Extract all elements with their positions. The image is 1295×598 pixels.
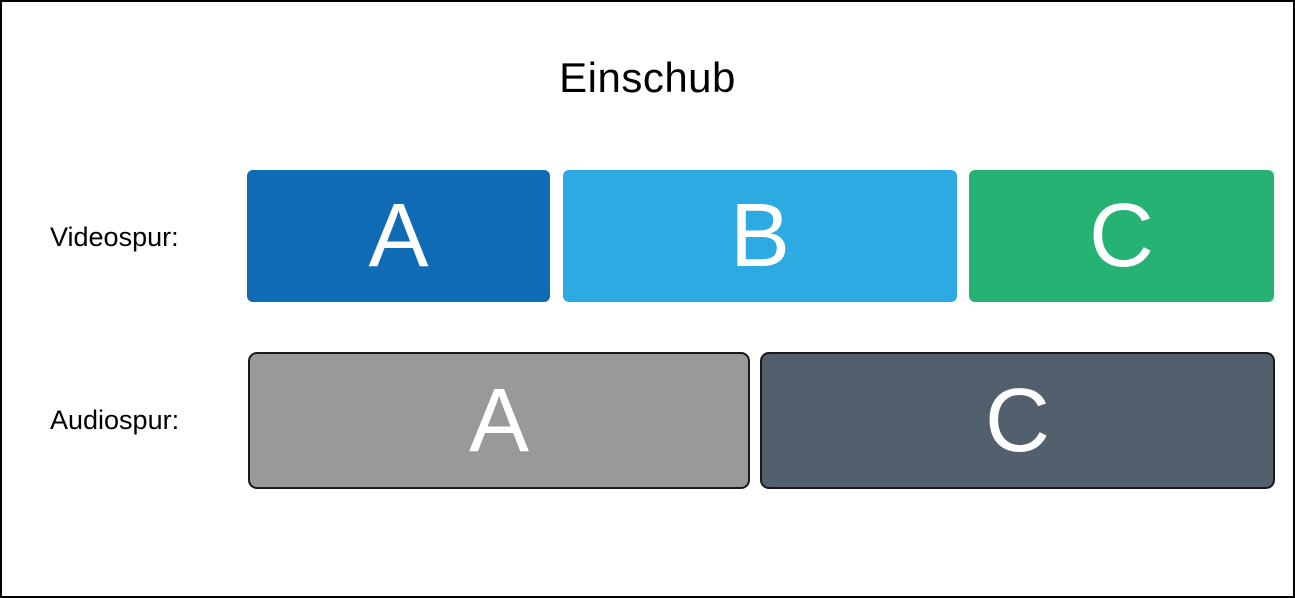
audio-track-row: A C (248, 352, 1275, 489)
audio-block-c-letter: C (985, 370, 1050, 471)
video-track-label: Videospur: (50, 222, 179, 252)
video-block-b-letter: B (729, 186, 791, 286)
audio-block-a: A (248, 352, 750, 489)
audio-track-label: Audiospur: (50, 405, 180, 435)
audio-block-a-letter: A (468, 370, 530, 471)
video-block-c-letter: C (1089, 186, 1154, 286)
video-track-row: A B C (247, 170, 1274, 302)
audio-block-c: C (760, 352, 1275, 489)
video-block-a: A (247, 170, 550, 302)
video-block-b: B (563, 170, 957, 302)
diagram-title: Einschub (559, 54, 736, 101)
video-block-a-letter: A (368, 186, 429, 286)
video-block-c: C (969, 170, 1274, 302)
